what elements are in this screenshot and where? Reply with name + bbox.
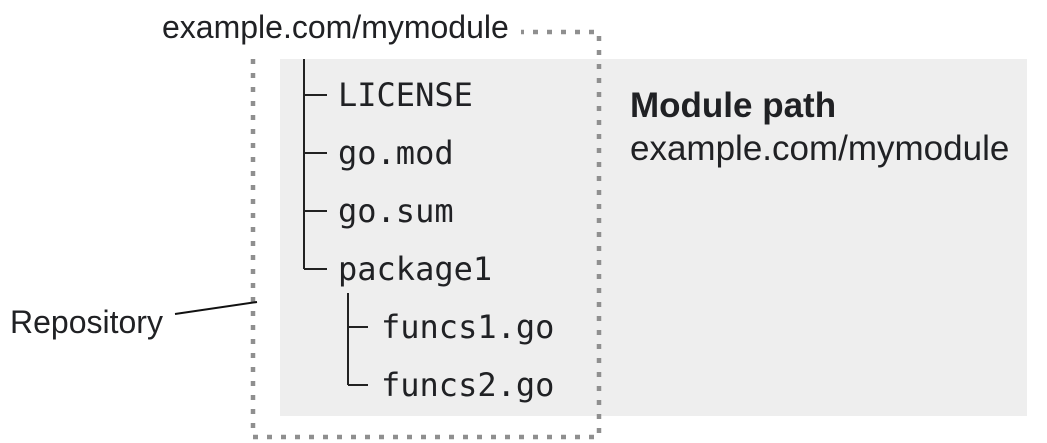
repo-title: example.com/mymodule — [150, 4, 521, 50]
tree-item-funcs1-go: funcs1.go — [381, 308, 555, 346]
module-path-value: example.com/mymodule — [630, 129, 1010, 168]
tree-item-funcs2-go: funcs2.go — [381, 366, 555, 404]
module-info-block: Module path example.com/mymodule — [630, 84, 1009, 170]
repository-connector-line — [174, 301, 258, 315]
tree-item-go-sum: go.sum — [338, 192, 454, 230]
tree-item-license: LICENSE — [338, 76, 473, 114]
tree-item-package1: package1 — [338, 250, 493, 288]
tree-item-go-mod: go.mod — [338, 134, 454, 172]
module-path-heading: Module path — [630, 86, 837, 125]
repository-label: Repository — [10, 304, 163, 340]
